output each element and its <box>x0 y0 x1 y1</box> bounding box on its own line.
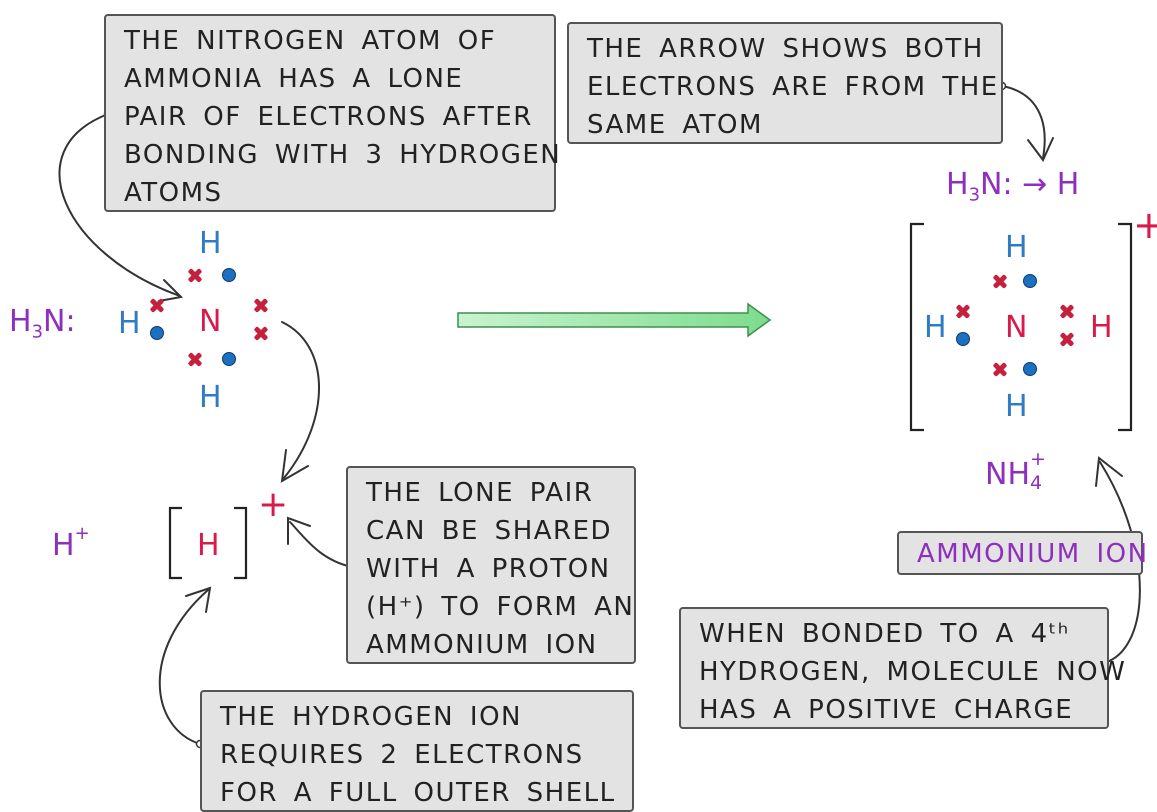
formula-part: NH <box>985 457 1030 492</box>
arrowhead-box3 <box>287 516 311 545</box>
formula-part: N: <box>43 304 76 339</box>
electron-dot <box>1023 274 1037 288</box>
ammonium-hydrogen-right: H <box>1090 310 1113 345</box>
ammonium-bracket-left <box>909 222 924 432</box>
ammonia-hydrogen-top: H <box>199 226 222 261</box>
arrow-box2-to-dative <box>1001 85 1046 159</box>
electron-dot <box>150 326 164 340</box>
proton-bracket-right <box>234 506 248 580</box>
electron-cross <box>1060 332 1074 346</box>
ammonium-charge: + <box>1133 203 1157 247</box>
electron-dot <box>956 332 970 346</box>
ammonium-nitrogen: N <box>1005 310 1028 345</box>
ammonia-hydrogen-left: H <box>118 306 141 341</box>
annotation-arrow-meaning: THE ARROW SHOWS BOTH ELECTRONS ARE FROM … <box>567 22 1003 144</box>
arrowhead-lonepair <box>280 449 309 483</box>
annotation-nitrogen-lone-pair: THE NITROGEN ATOM OF AMMONIA HAS A LONE … <box>104 14 562 212</box>
electron-cross <box>254 326 268 340</box>
arrowhead-box5 <box>1095 456 1123 487</box>
electron-dot <box>222 352 236 366</box>
formula-part: H <box>52 528 75 563</box>
electron-cross <box>993 362 1007 376</box>
arrowhead-box6 <box>185 586 212 613</box>
reaction-arrow <box>457 302 772 338</box>
ammonia-hydrogen-bottom: H <box>199 380 222 415</box>
annotation-line: THE ARROW SHOWS BOTH <box>587 34 984 64</box>
ammonium-formula: NH + 4 <box>985 450 1046 494</box>
annotation-ammonium-ion: AMMONIUM ION <box>897 531 1149 575</box>
dative-bond-notation: H3N: → H <box>946 167 1080 204</box>
electron-cross <box>993 274 1007 288</box>
annotation-lone-pair-shared: THE LONE PAIR CAN BE SHARED WITH A PROTO… <box>346 466 636 664</box>
ammonia-formula-label: H3N: <box>9 304 76 341</box>
ammonium-hydrogen-bottom: H <box>1005 389 1028 424</box>
electron-cross <box>254 298 268 312</box>
electron-cross <box>956 304 970 318</box>
formula-superscript: + <box>1030 448 1046 470</box>
annotation-line: AMMONIA HAS A LONE <box>124 64 464 94</box>
annotation-line: AMMONIUM ION <box>917 539 1149 569</box>
arrowhead-box1 <box>158 279 184 302</box>
annotation-line: BONDING WITH 3 HYDROGEN <box>124 140 562 170</box>
electron-dot <box>222 268 236 282</box>
electron-cross <box>150 298 164 312</box>
electron-dot <box>1023 362 1037 376</box>
ammonia-nitrogen: N <box>199 304 222 339</box>
annotation-line: REQUIRES 2 ELECTRONS <box>220 740 584 770</box>
formula-script-stack: + 4 <box>1030 450 1046 494</box>
annotation-line: WHEN BONDED TO A 4ᵗʰ <box>699 619 1070 649</box>
ammonium-bracket-right <box>1118 222 1133 432</box>
electron-cross <box>188 352 202 366</box>
annotation-line: AMMONIUM ION <box>366 630 598 660</box>
annotation-line: THE NITROGEN ATOM OF <box>124 26 497 56</box>
annotation-line: HYDROGEN, MOLECULE NOW <box>699 657 1127 687</box>
annotation-line: ELECTRONS ARE FROM THE <box>587 72 999 102</box>
annotation-line: ATOMS <box>124 178 223 208</box>
annotation-line: HAS A POSITIVE CHARGE <box>699 695 1074 725</box>
formula-part: H <box>946 167 969 202</box>
formula-subscript: 3 <box>31 321 44 343</box>
proton-bracket-left <box>168 506 182 580</box>
proton-formula-label: H+ <box>52 524 90 563</box>
formula-superscript: + <box>74 522 90 544</box>
annotation-line: PAIR OF ELECTRONS AFTER <box>124 102 533 132</box>
annotation-line: THE HYDROGEN ION <box>220 702 522 732</box>
annotation-line: (H⁺) TO FORM AN <box>366 592 635 622</box>
arrow-box6-to-proton <box>158 589 209 745</box>
electron-cross <box>1060 304 1074 318</box>
annotation-line: SAME ATOM <box>587 110 763 140</box>
arrow-box3-to-charge <box>289 521 353 568</box>
proton-charge: + <box>258 484 289 525</box>
annotation-line: THE LONE PAIR <box>366 478 594 508</box>
annotation-line: CAN BE SHARED <box>366 516 613 546</box>
annotation-hydrogen-ion-needs: THE HYDROGEN ION REQUIRES 2 ELECTRONS FO… <box>200 690 634 812</box>
arrow-lonepair-to-proton <box>281 321 320 479</box>
annotation-line: FOR A FULL OUTER SHELL <box>220 778 616 808</box>
arrow-box5-to-ammonium <box>1099 461 1141 664</box>
formula-subscript: 4 <box>1030 472 1043 494</box>
annotation-fourth-hydrogen: WHEN BONDED TO A 4ᵗʰ HYDROGEN, MOLECULE … <box>679 607 1127 729</box>
formula-part: H <box>9 304 32 339</box>
electron-cross <box>188 268 202 282</box>
ammonium-hydrogen-left: H <box>924 310 947 345</box>
arrowhead-box2 <box>1027 137 1054 162</box>
ammonium-hydrogen-top: H <box>1005 230 1028 265</box>
formula-part: N: → H <box>980 167 1080 202</box>
formula-subscript: 3 <box>968 184 981 206</box>
proton-atom: H <box>197 528 220 563</box>
annotation-line: WITH A PROTON <box>366 554 611 584</box>
arrow-box1-to-nitrogen <box>58 113 181 297</box>
